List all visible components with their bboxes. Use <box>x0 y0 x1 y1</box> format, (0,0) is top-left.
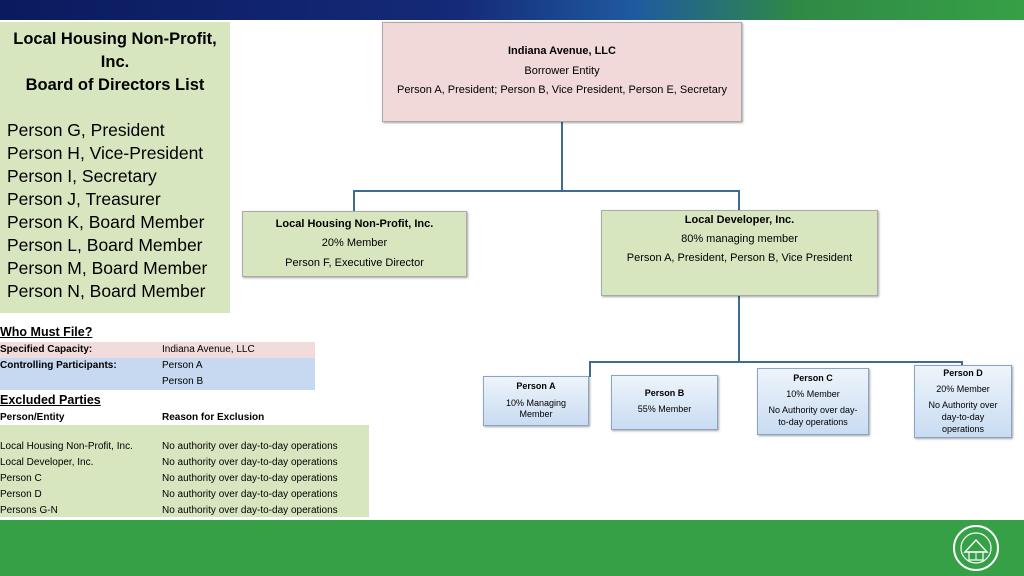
hud-seal-icon <box>953 525 999 571</box>
connector-line <box>738 190 740 211</box>
borrower-name: Indiana Avenue, LLC <box>508 45 616 57</box>
board-title-line: Board of Directors List <box>25 76 205 94</box>
footer-bar <box>0 520 1024 576</box>
developer-name: Local Developer, Inc. <box>684 214 795 226</box>
person-name: Person D <box>943 368 983 378</box>
board-member: Person G, President <box>7 120 165 140</box>
person-detail: Member <box>519 409 553 419</box>
board-member: Person K, Board Member <box>7 212 205 232</box>
person-detail: 20% Member <box>936 384 990 394</box>
board-member: Person J, Treasurer <box>7 189 161 209</box>
controlling-row <box>0 358 315 374</box>
connector-line <box>589 361 591 377</box>
board-member: Person I, Secretary <box>7 166 157 186</box>
board-member: Person L, Board Member <box>7 235 203 255</box>
excluded-entity: Local Developer, Inc. <box>0 457 94 468</box>
developer-share: 80% managing member <box>681 233 798 245</box>
excluded-entity: Person D <box>0 489 42 500</box>
board-member: Person N, Board Member <box>7 281 206 301</box>
excluded-reason: No authority over day-to-day operations <box>162 489 338 500</box>
connector-line <box>589 361 963 363</box>
borrower-role: Borrower Entity <box>524 65 600 77</box>
person-name: Person B <box>644 388 685 398</box>
developer-people: Person A, President, Person B, Vice Pres… <box>626 252 853 264</box>
person-b-box: Person B 55% Member <box>611 375 718 430</box>
connector-line <box>738 295 740 362</box>
board-title-line: Inc. <box>100 53 130 71</box>
person-detail: operations <box>941 424 985 434</box>
excluded-entity: Persons G-N <box>0 505 58 516</box>
nonprofit-share: 20% Member <box>321 237 388 249</box>
row-label: Controlling Participants: <box>0 360 117 371</box>
developer-box: Local Developer, Inc. 80% managing membe… <box>601 210 878 296</box>
excluded-entity: Local Housing Non-Profit, Inc. <box>0 441 133 452</box>
excluded-reason: No authority over day-to-day operations <box>162 457 338 468</box>
row-value: Indiana Avenue, LLC <box>162 344 255 355</box>
person-name: Person A <box>516 381 556 391</box>
person-d-box: Person D 20% Member No Authority over da… <box>914 365 1012 438</box>
controlling-row <box>0 374 315 390</box>
column-header: Person/Entity <box>0 412 65 423</box>
connector-line <box>353 190 355 211</box>
person-a-box: Person A 10% Managing Member <box>483 376 589 426</box>
person-c-box: Person C 10% Member No Authority over da… <box>757 368 869 435</box>
row-value: Person B <box>162 376 204 387</box>
column-header: Reason for Exclusion <box>162 412 265 423</box>
specified-capacity-row <box>0 342 315 358</box>
nonprofit-name: Local Housing Non-Profit, Inc. <box>275 218 434 230</box>
connector-line <box>961 361 963 366</box>
excluded-reason: No authority over day-to-day operations <box>162 441 338 452</box>
excluded-reason: No authority over day-to-day operations <box>162 473 338 484</box>
person-detail: 10% Managing <box>505 398 567 408</box>
person-detail: to-day operations <box>778 417 848 427</box>
row-label: Specified Capacity: <box>0 344 93 355</box>
excluded-entity: Person C <box>0 473 42 484</box>
person-name: Person C <box>793 373 833 383</box>
person-detail: No Authority over <box>928 400 998 410</box>
board-of-directors-panel: Local Housing Non-Profit, Inc. Board of … <box>0 22 230 313</box>
connector-line <box>561 121 563 191</box>
person-detail: 55% Member <box>637 404 692 414</box>
board-title: Local Housing Non-Profit, Inc. Board of … <box>0 28 230 97</box>
row-value: Person A <box>162 360 203 371</box>
board-member-list: Person G, President Person H, Vice-Presi… <box>7 119 207 303</box>
borrower-officers: Person A, President; Person B, Vice Pres… <box>397 84 727 96</box>
board-member: Person M, Board Member <box>7 258 208 278</box>
nonprofit-box: Local Housing Non-Profit, Inc. 20% Membe… <box>242 211 467 277</box>
person-detail: 10% Member <box>786 389 840 399</box>
excluded-reason: No authority over day-to-day operations <box>162 505 338 516</box>
board-member: Person H, Vice-President <box>7 143 204 163</box>
board-title-line: Local Housing Non-Profit, <box>13 30 217 48</box>
nonprofit-people: Person F, Executive Director <box>285 257 424 269</box>
person-detail: day-to-day <box>941 412 985 422</box>
who-must-file-heading: Who Must File? <box>0 325 93 339</box>
connector-line <box>353 190 740 192</box>
top-banner <box>0 0 1024 20</box>
person-detail: No Authority over day- <box>768 405 858 415</box>
borrower-entity-box: Indiana Avenue, LLC Borrower Entity Pers… <box>382 22 742 122</box>
excluded-table-bg <box>0 425 369 517</box>
excluded-parties-heading: Excluded Parties <box>0 393 101 407</box>
